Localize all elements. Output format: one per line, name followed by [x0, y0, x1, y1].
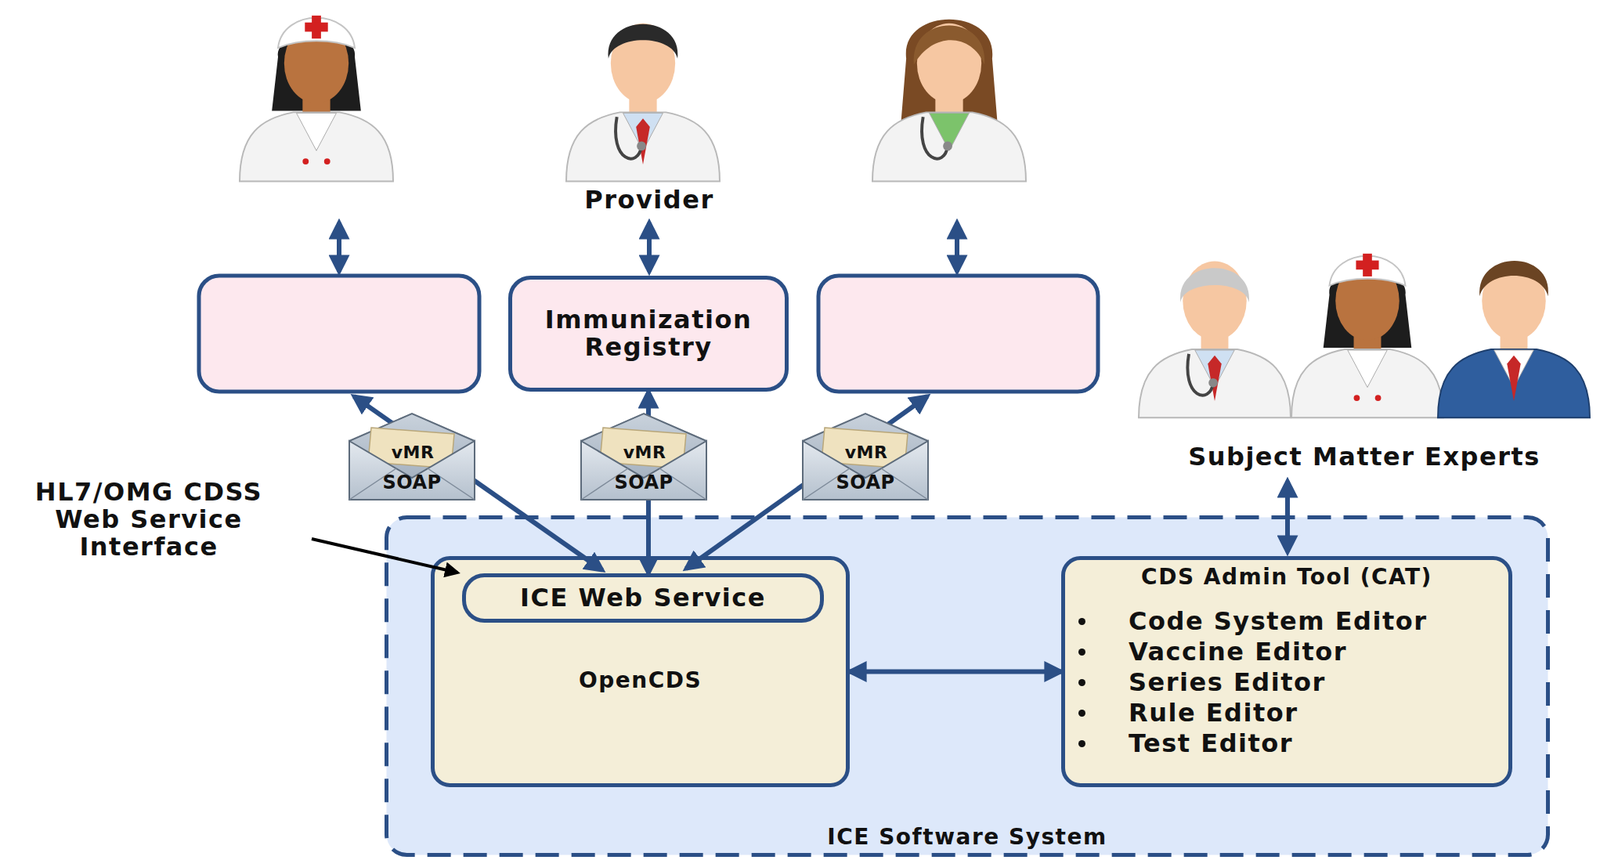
person-icon — [1138, 261, 1291, 419]
button — [1375, 394, 1382, 401]
box-title: Immunization Registry — [517, 306, 780, 361]
button — [302, 158, 309, 165]
list-item: Test Editor — [1128, 729, 1294, 758]
admin-tool-box: CDS Admin Tool (CAT) Code System EditorVa… — [1061, 556, 1513, 788]
envelope-label: SOAP — [613, 473, 673, 494]
hair — [1180, 267, 1250, 303]
person-icon — [566, 23, 720, 182]
experts-arrow — [1285, 480, 1290, 553]
box-outline — [464, 575, 823, 622]
button — [324, 158, 331, 165]
role-label: Provider — [584, 186, 714, 214]
list-item: Code System Editor — [1128, 607, 1427, 636]
shirt — [1347, 350, 1387, 388]
role-label: Subject Matter Experts — [1188, 443, 1541, 471]
people-icons — [239, 15, 1590, 418]
shirt — [296, 112, 337, 151]
list-item: Series Editor — [1128, 668, 1326, 697]
bullet-dot — [1078, 648, 1086, 656]
person-icon — [239, 15, 394, 182]
coat — [239, 111, 394, 181]
envelope-label: vMR — [845, 443, 889, 463]
provider-arrow — [646, 222, 652, 272]
person-icon — [872, 19, 1026, 182]
system-region: ICE Software System OpenCDS ICE Web Servic… — [384, 515, 1550, 857]
coat — [1291, 349, 1444, 418]
box-outline — [1063, 558, 1511, 786]
provider-arrow — [954, 222, 960, 272]
connector-arrow — [849, 669, 1062, 675]
tie — [635, 118, 651, 165]
envelope-icon — [802, 413, 929, 500]
bullet-dot — [1078, 709, 1086, 717]
envelope-label: vMR — [391, 443, 435, 463]
service-arrow — [686, 396, 928, 569]
tie — [1207, 355, 1221, 401]
button — [1354, 394, 1361, 401]
stethoscope — [1208, 378, 1218, 388]
person-icon — [1437, 260, 1590, 418]
envelope-label: SOAP — [382, 473, 441, 494]
coat — [1138, 349, 1291, 418]
bullet-dot — [1078, 679, 1086, 687]
registry-box: Immunization Registry — [508, 275, 789, 392]
bullet-dot — [1078, 740, 1086, 748]
coat — [566, 111, 720, 181]
box-outline — [510, 278, 788, 391]
engine-box: OpenCDS ICE Web Service — [430, 556, 850, 788]
list-item: Rule Editor — [1128, 699, 1299, 727]
system-box — [198, 275, 480, 392]
hair — [1479, 260, 1549, 297]
callout-text: HL7/OMG CDSS Web Service Interface — [15, 478, 282, 562]
coat — [1437, 349, 1590, 418]
coat — [872, 111, 1026, 181]
envelope-label: SOAP — [835, 473, 895, 494]
shirt — [929, 112, 970, 151]
box-title: CDS Admin Tool (CAT) — [1061, 565, 1513, 589]
callout-arrow — [311, 538, 458, 573]
envelope-icon — [581, 413, 707, 500]
region-title: ICE Software System — [384, 825, 1550, 849]
stethoscope — [615, 116, 642, 159]
cap-cross — [1355, 260, 1379, 271]
envelope-icon — [349, 413, 475, 500]
box-outline — [386, 517, 1549, 856]
list-item: Vaccine Editor — [1128, 638, 1348, 666]
service-box: ICE Web Service — [462, 573, 824, 623]
stethoscope — [1187, 353, 1214, 396]
stethoscope — [942, 141, 953, 152]
stethoscope — [636, 141, 647, 152]
stethoscope — [921, 116, 948, 159]
tie — [1506, 355, 1521, 401]
envelope-label: vMR — [623, 443, 667, 463]
provider-arrow — [336, 222, 342, 272]
hair — [608, 24, 679, 59]
person-icon — [1291, 253, 1444, 419]
box-title: OpenCDS — [430, 668, 850, 693]
box-title: ICE Web Service — [520, 584, 766, 612]
cap-cross — [304, 22, 328, 33]
system-box — [818, 275, 1098, 392]
bullet-dot — [1078, 617, 1086, 625]
hair — [913, 25, 986, 66]
